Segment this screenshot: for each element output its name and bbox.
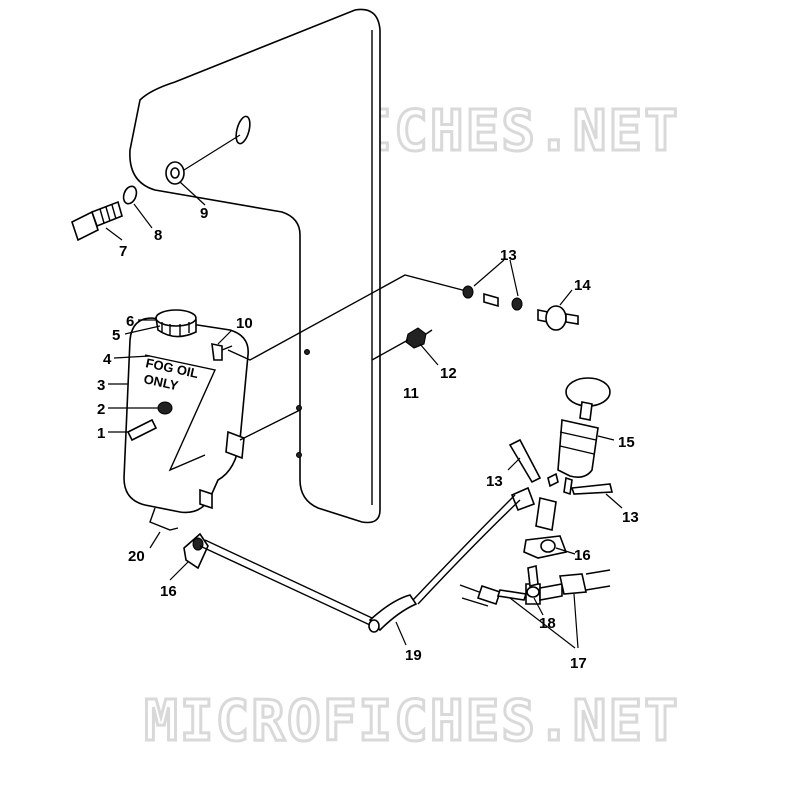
callout-9: 9 xyxy=(200,205,208,222)
primer-pump-15 xyxy=(547,377,611,496)
callout-17: 17 xyxy=(570,655,587,672)
callout-8: 8 xyxy=(154,227,162,244)
callout-3: 3 xyxy=(97,377,105,394)
connector-upper xyxy=(483,292,499,308)
callout-16-left: 16 xyxy=(160,583,177,600)
mounting-bracket xyxy=(129,8,381,524)
callout-11: 11 xyxy=(403,385,419,402)
fitting-10 xyxy=(211,342,223,361)
check-valve-14 xyxy=(537,305,579,331)
callout-14: 14 xyxy=(574,277,591,294)
bolt-7 xyxy=(71,200,123,242)
screw-1 xyxy=(126,418,158,442)
callout-13-top: 13 xyxy=(500,247,517,264)
callout-4: 4 xyxy=(103,351,112,368)
callout-6: 6 xyxy=(126,313,134,330)
callout-18: 18 xyxy=(539,615,556,632)
callout-5: 5 xyxy=(112,327,120,344)
tee-18 xyxy=(526,586,540,598)
elbow-20 xyxy=(149,507,179,531)
callout-13-right: 13 xyxy=(622,509,639,526)
callout-13-left: 13 xyxy=(486,473,503,490)
callout-2: 2 xyxy=(97,401,105,418)
callout-15: 15 xyxy=(618,434,635,451)
clamp-13-upper-right xyxy=(511,297,523,311)
fuel-line-17 xyxy=(459,565,611,607)
callout-1: 1 xyxy=(97,425,105,442)
hose-19 xyxy=(199,545,371,626)
washer-8 xyxy=(122,185,138,205)
nut-12 xyxy=(405,327,427,349)
oil-tank: FOG OIL ONLY xyxy=(123,317,249,514)
callout-16-right: 16 xyxy=(574,547,591,564)
callout-19: 19 xyxy=(405,647,422,664)
tank-cap xyxy=(155,309,197,338)
clamp-13-upper-left xyxy=(462,285,474,299)
washer-2 xyxy=(157,401,173,415)
callout-12: 12 xyxy=(440,365,457,382)
tank-label-line2: ONLY xyxy=(142,371,180,393)
clamp-13-lower-left xyxy=(508,438,542,484)
callout-10: 10 xyxy=(236,315,253,332)
callout-7: 7 xyxy=(119,243,127,260)
leader-lines xyxy=(105,181,623,649)
clamp-13-lower-right xyxy=(570,483,614,495)
watermark-bottom: MICROFICHES.NET xyxy=(144,689,680,754)
callout-20: 20 xyxy=(128,548,145,565)
